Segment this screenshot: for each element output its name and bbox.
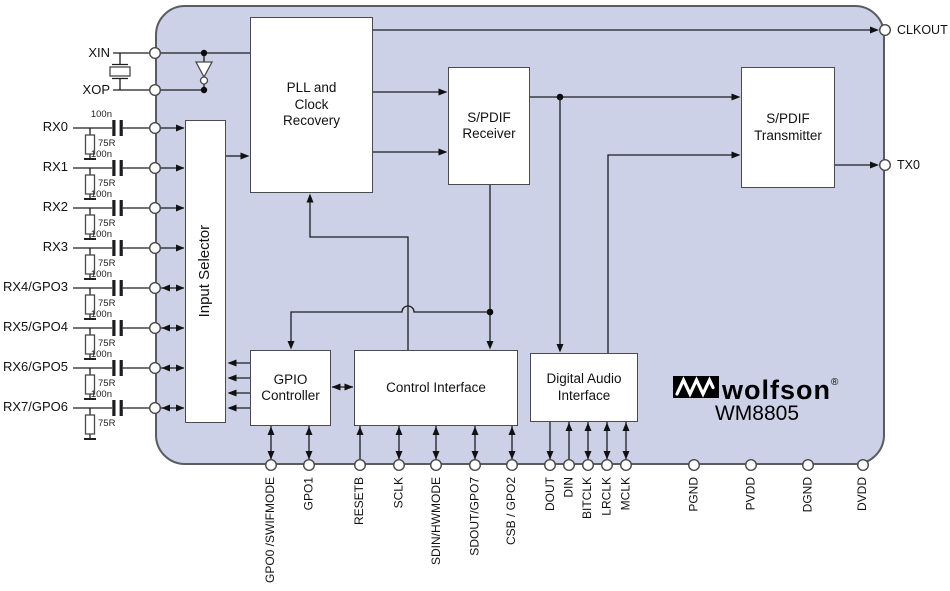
block-pll: PLL and Clock Recovery (250, 17, 373, 193)
pin-label-DVDD: DVDD (855, 477, 870, 512)
block-pll-label: PLL and Clock Recovery (282, 80, 341, 129)
block-digital-audio-interface-label: Digital Audio Interface (546, 371, 622, 403)
wolfson-wave-icon (675, 376, 715, 398)
pin-label-CSB / GPO2: CSB / GPO2 (504, 477, 519, 546)
part-number: WM8805 (714, 402, 800, 425)
wolfson-logo-text: wolfson® (722, 369, 838, 404)
block-input-selector: Input Selector (185, 120, 226, 423)
pin-label-RX4/GPO3: RX4/GPO3 (2, 279, 68, 294)
block-spdif-transmitter: S/PDIF Transmitter (741, 67, 835, 188)
pin-label-RX5/GPO4: RX5/GPO4 (2, 319, 68, 334)
capacitor-icon (112, 240, 116, 256)
capacitor-icon (112, 200, 116, 216)
block-control-interface-label: Control Interface (386, 379, 486, 395)
block-digital-audio-interface: Digital Audio Interface (530, 353, 638, 422)
capacitor-icon (112, 280, 116, 296)
pin-label-RESETB: RESETB (352, 477, 367, 526)
capacitor-icon (119, 280, 123, 296)
capacitor-icon (119, 120, 123, 136)
pin-label-clkout: CLKOUT (897, 23, 948, 37)
wolfson-logo-mark (673, 376, 719, 398)
resistor-value: 75R (98, 418, 116, 429)
pin-label-xop: XOP (82, 82, 110, 97)
capacitor-icon (112, 120, 116, 136)
resistor-value: 75R (98, 378, 116, 389)
resistor-value: 75R (98, 298, 116, 309)
resistor-icon (84, 414, 96, 435)
resistor-value: 75R (98, 218, 116, 229)
pin-label-DOUT: DOUT (542, 477, 557, 511)
pin-label-RX7/GPO6: RX7/GPO6 (2, 399, 68, 414)
capacitor-icon (119, 400, 123, 416)
pin-label-RX6/GPO5: RX6/GPO5 (2, 359, 68, 374)
capacitor-value: 100n (90, 269, 112, 280)
crystal-icon (109, 66, 131, 77)
capacitor-icon (119, 240, 123, 256)
capacitor-value: 100n (90, 109, 112, 120)
pin-label-RX2: RX2 (42, 199, 68, 214)
capacitor-icon (119, 200, 123, 216)
block-spdif-receiver-label: S/PDIF Receiver (462, 109, 516, 141)
block-input-selector-label: Input Selector (196, 225, 214, 318)
capacitor-icon (119, 360, 123, 376)
pin-label-SDOUT/GPO7: SDOUT/GPO7 (467, 477, 482, 556)
capacitor-value: 100n (90, 389, 112, 400)
pin-label-PVDD: PVDD (743, 477, 758, 511)
pin-label-RX3: RX3 (42, 239, 68, 254)
capacitor-value: 100n (90, 229, 112, 240)
pin-label-RX1: RX1 (42, 159, 68, 174)
capacitor-icon (119, 320, 123, 336)
pin-label-DIN: DIN (561, 477, 576, 498)
crystal-circuit (109, 52, 149, 91)
block-gpio-controller: GPIO Controller (250, 350, 331, 426)
capacitor-value: 100n (90, 189, 112, 200)
pin-label-SDIN/HWMODE: SDIN/HWMODE (428, 477, 443, 565)
capacitor-icon (112, 400, 116, 416)
pin-label-RX0: RX0 (42, 119, 68, 134)
pin-label-LRCLK: LRCLK (599, 477, 614, 516)
capacitor-icon (112, 360, 116, 376)
resistor-value: 75R (98, 258, 116, 269)
block-spdif-transmitter-label: S/PDIF Transmitter (754, 111, 822, 143)
block-control-interface: Control Interface (354, 350, 518, 426)
capacitor-icon (119, 160, 123, 176)
brand-name: wolfson (722, 375, 831, 405)
pin-label-tx0: TX0 (897, 158, 920, 172)
capacitor-value: 100n (90, 149, 112, 160)
pin-label-xin: XIN (88, 45, 110, 60)
capacitor-value: 100n (90, 349, 112, 360)
pin-label-PGND: PGND (686, 477, 701, 512)
pin-label-GPO1: GPO1 (301, 477, 316, 511)
pin-label-GPO0 /SWIFMODE: GPO0 /SWIFMODE (263, 477, 278, 584)
pin-label-DGND: DGND (800, 477, 815, 513)
pin-label-BITCLK: BITCLK (580, 477, 595, 520)
capacitor-icon (112, 160, 116, 176)
capacitor-value: 100n (90, 309, 112, 320)
block-spdif-receiver: S/PDIF Receiver (448, 67, 530, 185)
pin-label-SCLK: SCLK (391, 477, 406, 509)
resistor-value: 75R (98, 178, 116, 189)
resistor-value: 75R (98, 138, 116, 149)
pin-label-MCLK: MCLK (618, 477, 633, 511)
capacitor-icon (112, 320, 116, 336)
block-gpio-controller-label: GPIO Controller (261, 371, 320, 403)
registered-mark: ® (831, 377, 839, 388)
resistor-value: 75R (98, 338, 116, 349)
